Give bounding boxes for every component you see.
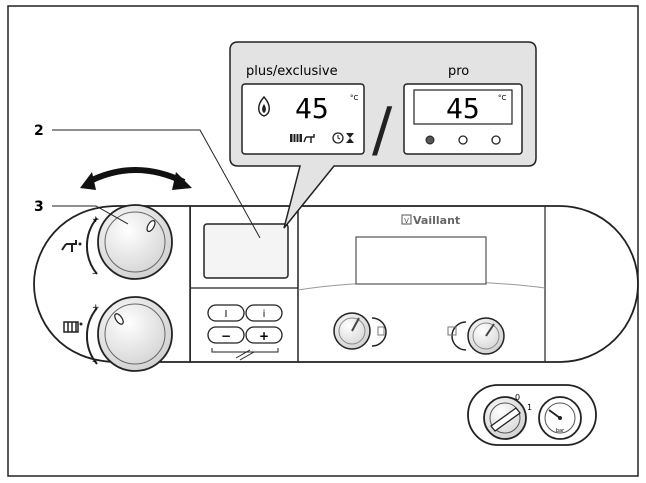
radiator-icon: [63, 321, 83, 333]
knob-heating[interactable]: + –: [86, 296, 173, 372]
switch-label-0: 0: [515, 393, 520, 402]
pro-button-3[interactable]: [491, 135, 501, 145]
brand-name: Vaillant: [413, 214, 460, 227]
knob-marker: [146, 219, 156, 233]
hourglass-icon: [346, 133, 354, 143]
right-lcd: [403, 83, 523, 155]
svg-text:+: +: [92, 303, 100, 313]
button-minus-label: −: [221, 329, 231, 343]
svg-text:+: +: [92, 215, 100, 225]
button-plus-label: +: [259, 329, 269, 343]
radiator-icon: [290, 134, 302, 142]
button-top-left-label: I: [225, 309, 228, 320]
left-lcd-temperature: 45: [295, 92, 329, 125]
pro-button-2[interactable]: [458, 135, 468, 145]
clock-icon: [332, 132, 344, 144]
svg-text:–: –: [92, 268, 97, 279]
button-top-left[interactable]: [207, 304, 245, 322]
right-lcd-unit: °C: [498, 94, 507, 102]
button-plus[interactable]: [245, 326, 283, 344]
main-switch[interactable]: 0 1: [483, 393, 532, 440]
button-top-right-label: i: [263, 309, 266, 320]
inset-right-title: pro: [448, 64, 469, 79]
right-lcd-screen: [413, 89, 513, 125]
callout-3: 3: [34, 199, 129, 225]
button-minus[interactable]: [207, 326, 245, 344]
callout-2: 2: [34, 123, 261, 239]
knob-marker: [114, 313, 124, 325]
callout-3-label: 3: [34, 199, 44, 215]
tap-icon: [303, 134, 315, 143]
reset-icon: [235, 349, 255, 361]
left-lcd-unit: °C: [350, 94, 359, 102]
pro-button-1[interactable]: [425, 135, 435, 145]
display-inset: plus/exclusive pro 45 °C / 45 °C: [229, 41, 537, 229]
svg-text:–: –: [92, 356, 97, 367]
brand-logo: V Vaillant: [401, 214, 460, 227]
knob-hot-water[interactable]: + –: [86, 204, 173, 280]
hot-water-tap-icon: [61, 240, 82, 252]
flame-icon: [258, 95, 270, 117]
inset-left-title: plus/exclusive: [246, 64, 338, 79]
knob-left-small[interactable]: [333, 312, 387, 350]
main-display-window: [355, 236, 487, 285]
display-window: [203, 223, 289, 279]
knob-right-small[interactable]: [451, 317, 505, 355]
gauge-unit: bar: [556, 428, 565, 434]
outer-frame: [7, 5, 639, 477]
switch-label-1: 1: [527, 403, 532, 412]
hot-water-tap-icon: [377, 326, 385, 336]
svg-text:V: V: [404, 217, 409, 225]
gauge-needle: [548, 409, 561, 419]
callout-2-label: 2: [34, 123, 44, 139]
radiator-icon: [447, 326, 457, 336]
button-top-right[interactable]: [245, 304, 283, 322]
button-cluster: I i − +: [207, 304, 283, 361]
double-arrow-icon: [80, 167, 192, 190]
right-lcd-temperature: 45: [446, 92, 480, 125]
inset-separator: /: [372, 95, 393, 165]
pressure-gauge: bar: [538, 396, 582, 440]
